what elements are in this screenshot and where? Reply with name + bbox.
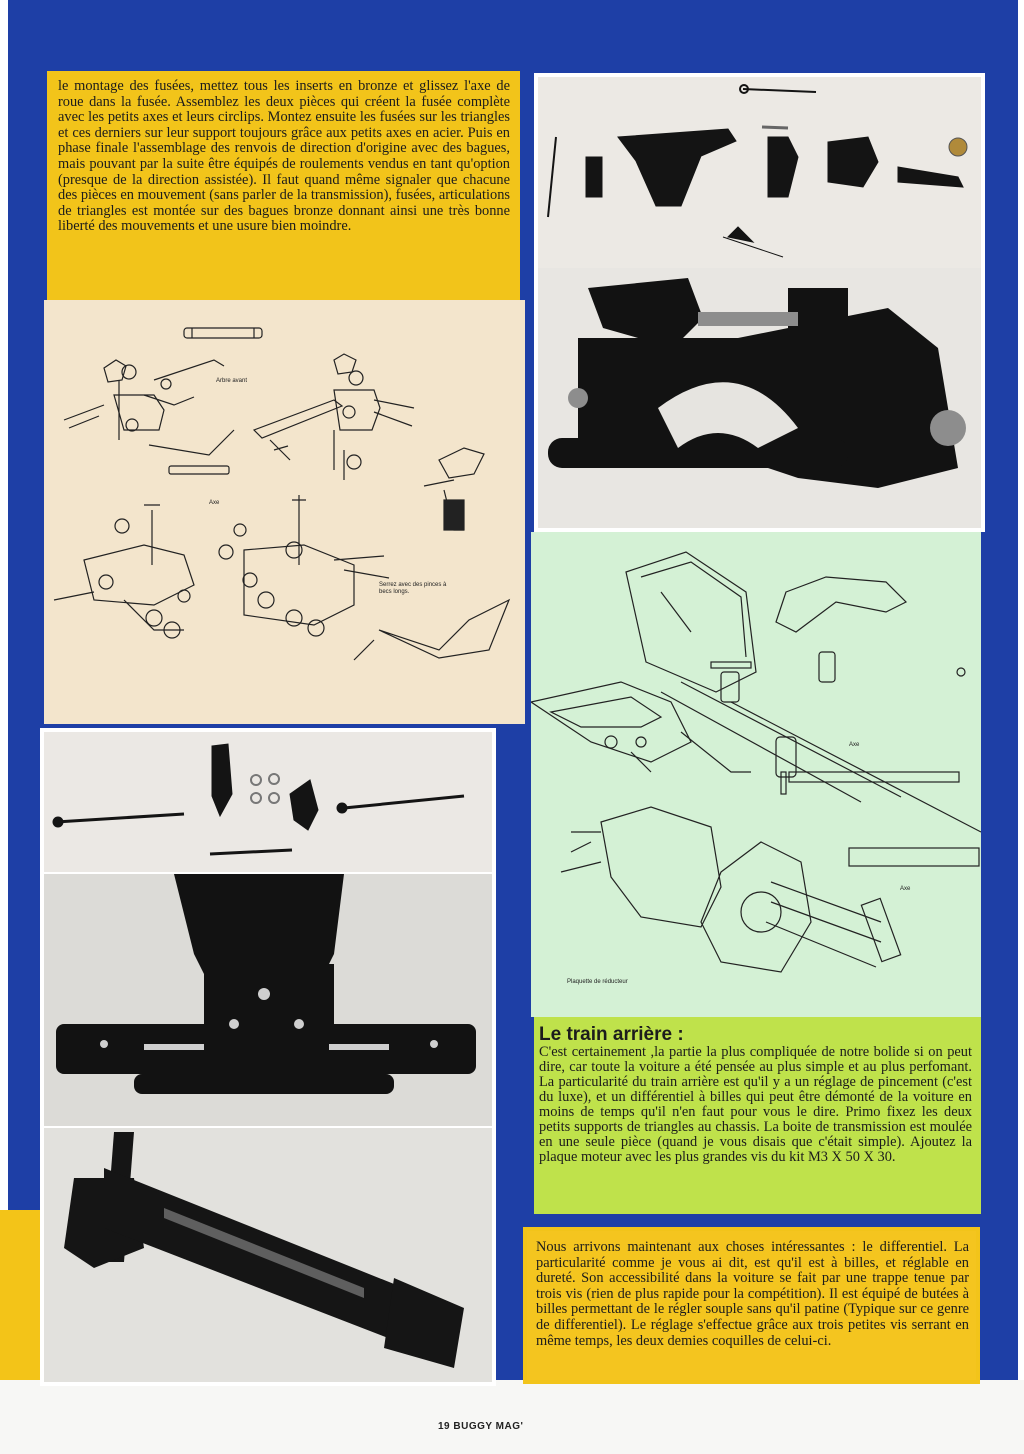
front-parts-illustration [547,84,968,258]
front-assembly-diagram: Arbre avant Axe Serrez avec des pinces à… [44,300,525,724]
intro-text-box: le montage des fusées, mettez tous les i… [47,71,520,300]
intro-paragraph: le montage des fusées, mettez tous les i… [58,78,510,235]
differential-text-box: Nous arrivons maintenant aux choses inté… [527,1231,976,1380]
front-arm-illustration [548,278,966,488]
label-axe-front: Axe [209,500,220,506]
rear-diagram-drawing [531,551,981,973]
chassis-overview-illustration [64,1132,464,1368]
front-diagram-drawing [53,327,511,661]
chassis-front-illustration [56,874,476,1094]
label-axe-rear-bottom: Axe [900,886,911,892]
rear-section-heading: Le train arrière : [539,1024,684,1045]
differential-paragraph: Nous arrivons maintenant aux choses inté… [536,1239,969,1349]
label-plaquette: Plaquette de réducteur [567,979,628,985]
steering-parts-illustration [52,743,465,856]
rear-assembly-diagram: Axe Axe Plaquette de réducteur [531,532,981,1017]
label-serrez: Serrez avec des pinces à becs longs. [379,582,447,595]
front-arm-photo [538,268,981,528]
chassis-overview-photo [44,1128,492,1382]
rear-section-box: Le train arrière : C'est certainement ,l… [534,1017,981,1214]
page-bottom-margin [0,1380,1024,1454]
label-arbre-avant: Arbre avant [216,378,248,384]
page-footer: 19 BUGGY MAG' [438,1421,524,1432]
steering-parts-photo [44,732,492,872]
front-parts-photo [538,77,981,268]
yellow-edge-strip [0,1210,40,1380]
rear-section-body: C'est certainement ,la partie la plus co… [539,1044,972,1165]
label-axe-rear-top: Axe [849,742,860,748]
chassis-front-photo [44,874,492,1126]
